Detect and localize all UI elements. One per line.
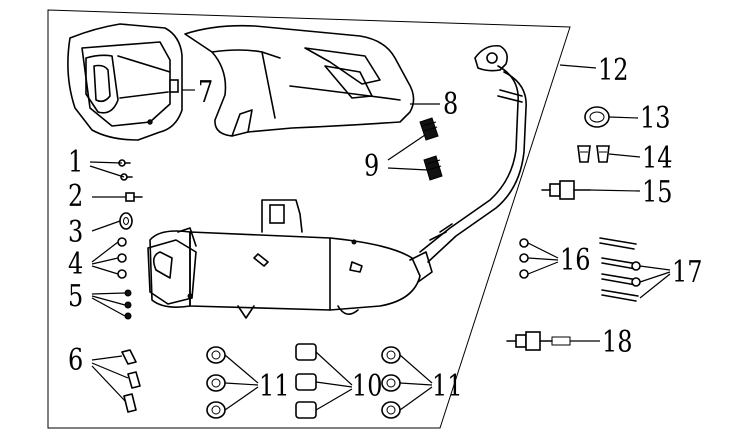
callout-1: 1 [68,145,83,179]
oxygen-sensor [541,180,591,200]
grommets-left [206,346,226,419]
spacers-set [295,343,317,419]
small-washers [519,238,529,279]
temperature-sensor [506,331,571,351]
assembly-boundary [47,9,571,429]
heat-shield [184,24,415,137]
long-bolts [599,237,641,302]
washers-set [117,237,127,279]
callout-6: 6 [68,343,83,377]
shield-clips [419,117,443,181]
callout-14: 14 [642,141,673,175]
callout-4: 4 [68,247,83,281]
callout-17: 17 [672,255,703,289]
callout-15: 15 [642,175,673,209]
callout-18: 18 [602,325,633,359]
muffler-end-cover [67,23,183,141]
bolt [125,192,143,202]
callout-7: 7 [198,75,213,109]
callout-5: 5 [68,279,83,313]
callout-3: 3 [68,215,83,249]
callout-labels: 1 2 3 4 5 6 7 8 9 10 11 11 12 13 14 15 1… [68,53,703,403]
nuts-set [124,289,132,320]
grommets-right [381,346,401,419]
flange-nuts [577,145,610,163]
callout-11-left: 11 [259,369,290,403]
gasket [584,106,610,128]
callout-13: 13 [640,101,671,135]
washer [119,212,133,230]
bolts-set [121,349,141,413]
exhaust-pipe [419,44,527,263]
callout-8: 8 [443,87,458,121]
callout-12: 12 [598,53,629,87]
callout-2: 2 [68,179,83,213]
callout-10: 10 [352,369,383,403]
callout-9: 9 [364,149,379,183]
leader-lines [89,64,671,411]
callout-11-right: 11 [432,369,463,403]
callout-16: 16 [560,243,591,277]
muffler-body [147,199,433,319]
